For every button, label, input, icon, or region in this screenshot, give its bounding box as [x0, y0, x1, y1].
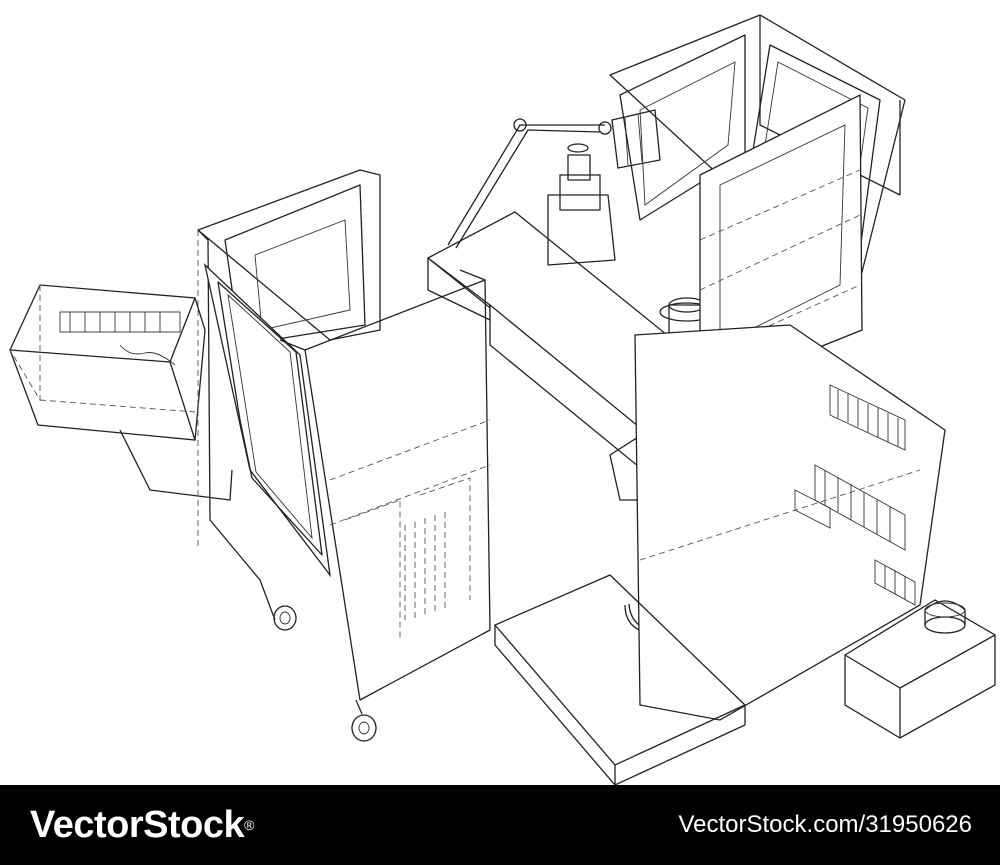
- brand-logo[interactable]: VectorStock®: [30, 801, 254, 849]
- footer-bar: VectorStock® VectorStock.com/31950626: [0, 785, 1000, 865]
- machine-wireframe-illustration: [9, 14, 996, 785]
- electrical-box: [9, 284, 233, 501]
- right-side-panel: [634, 324, 946, 721]
- brand-registered-mark: ®: [244, 817, 254, 833]
- right-enclosure: [609, 14, 906, 396]
- control-box: [844, 599, 996, 739]
- image-id-label: VectorStock.com/31950626: [678, 811, 972, 838]
- brand-name: VectorStock: [30, 804, 245, 846]
- base-platform: [494, 574, 746, 785]
- left-cabinet: [197, 169, 491, 742]
